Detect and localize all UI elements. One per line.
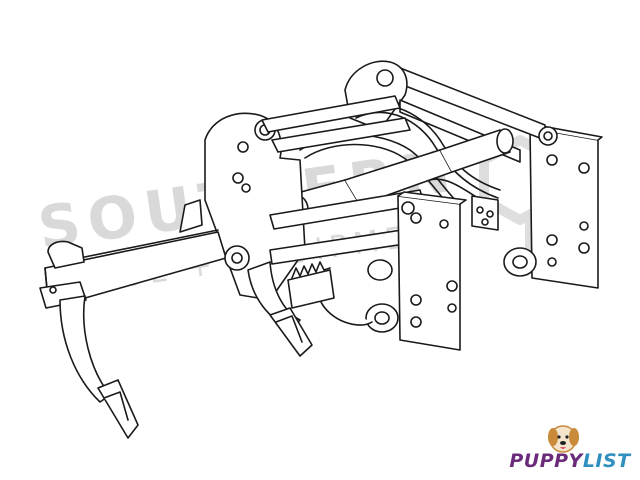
mid-side-plate <box>397 191 467 351</box>
upper-shank <box>179 199 203 233</box>
logo-wordmark: PUPPYLIST <box>508 450 632 472</box>
valve-block <box>471 195 499 231</box>
ripper-beam <box>39 229 250 309</box>
puppy-icon <box>548 425 579 453</box>
rear-shank <box>247 261 313 357</box>
logo-word-puppy: PUPPY <box>509 450 583 472</box>
site-logo[interactable]: PUPPYLIST <box>508 424 632 474</box>
rear-mount-plate <box>529 124 603 289</box>
center-bracket <box>287 261 335 309</box>
logo-word-list: LIST <box>582 450 631 472</box>
pivot-bosses <box>319 247 537 333</box>
front-shank <box>59 295 139 439</box>
